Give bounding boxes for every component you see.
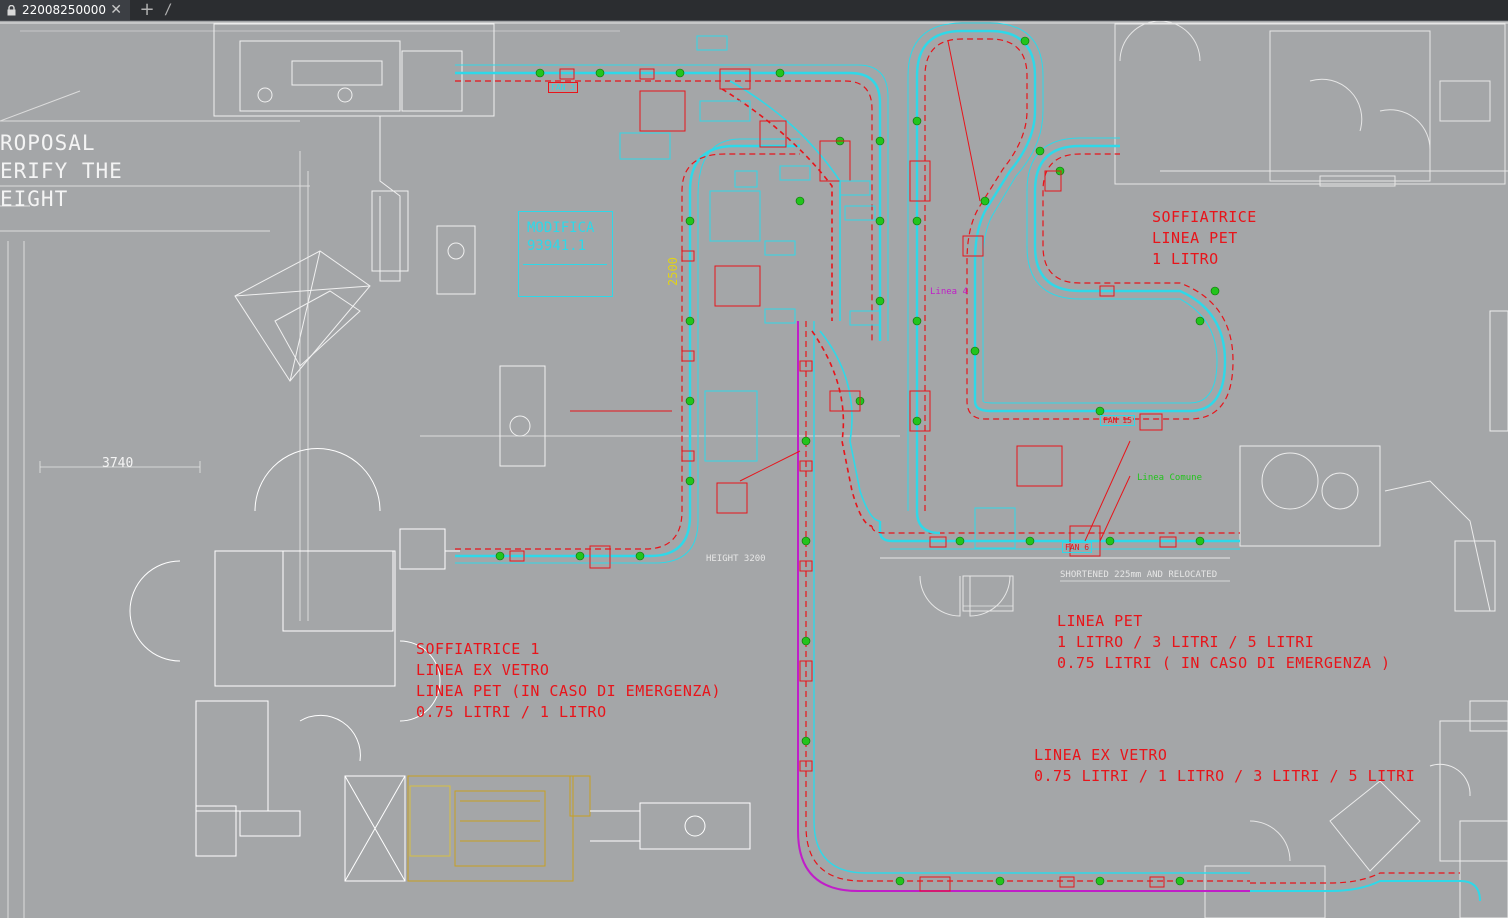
soffiatrice-pet-line-1: SOFFIATRICE xyxy=(1152,208,1257,226)
proposal-note-line-3: EIGHT xyxy=(0,187,69,211)
sensors xyxy=(495,36,1220,886)
soffiatrice-1-line-2: LINEA EX VETRO xyxy=(416,661,550,679)
close-icon[interactable]: ✕ xyxy=(110,2,122,18)
modifica-title: MODIFICA xyxy=(527,220,595,236)
tower xyxy=(234,250,546,467)
modifica-box: MODIFICA 93941.1 xyxy=(518,211,613,297)
soffiatrice-1-line-1: SOFFIATRICE 1 xyxy=(416,640,540,658)
fan6-label: FAN 6 xyxy=(1062,542,1093,553)
shortened-label: SHORTENED 225mm AND RELOCATED xyxy=(1060,570,1218,580)
proposal-note-line-1: ROPOSAL xyxy=(0,131,96,155)
conveyor-left-loop xyxy=(455,138,800,564)
tab-bar: 22008250000 ✕ + / xyxy=(0,0,1508,21)
fan3-label: FAN 3 xyxy=(548,82,579,93)
right-building xyxy=(1114,21,1508,187)
proposal-note-line-2: ERIFY THE xyxy=(0,159,123,183)
tab-separator: / xyxy=(164,2,173,18)
soffiatrice-pet-label: SOFFIATRICE LINEA PET 1 LITRO xyxy=(1152,207,1257,270)
soffiatrice-pet-line-3: 1 LITRO xyxy=(1152,250,1219,268)
linea-ex-vetro-line-1: LINEA EX VETRO xyxy=(1034,746,1168,764)
conveyor-horizontal-right xyxy=(871,521,1240,559)
machine-top-left xyxy=(213,23,495,295)
soffiatrice-pet-line-2: LINEA PET xyxy=(1152,229,1238,247)
soffiatrice-1-line-3: LINEA PET (IN CASO DI EMERGENZA) xyxy=(416,682,721,700)
document-tab[interactable]: 22008250000 ✕ xyxy=(0,0,130,20)
conveyor-top xyxy=(455,64,889,341)
dimension-2500: 2500 xyxy=(666,257,680,286)
lock-icon xyxy=(4,0,18,20)
cad-drawing xyxy=(0,21,1508,918)
filler-machine xyxy=(407,775,591,882)
height-label: HEIGHT 3200 xyxy=(706,554,766,564)
valve-labels xyxy=(619,35,1016,549)
linea-pet-line-2: 1 LITRO / 3 LITRI / 5 LITRI xyxy=(1057,633,1315,651)
tab-title: 22008250000 xyxy=(22,3,106,17)
soffiatrice-1-machine xyxy=(129,448,460,857)
linea-4-label: Linea 4 xyxy=(930,287,968,297)
linea-pet-label: LINEA PET 1 LITRO / 3 LITRI / 5 LITRI 0.… xyxy=(1057,611,1391,674)
fan15-label: FAN 15 xyxy=(1100,415,1135,426)
motors xyxy=(509,68,1177,892)
conveyor-central-vertical xyxy=(797,321,1250,892)
linea-pet-line-3: 0.75 LITRI ( IN CASO DI EMERGENZA ) xyxy=(1057,654,1391,672)
linea-pet-line-1: LINEA PET xyxy=(1057,612,1143,630)
linea-ex-vetro-line-2: 0.75 LITRI / 1 LITRO / 3 LITRI / 5 LITRI xyxy=(1034,767,1416,785)
soffiatrice-1-line-4: 0.75 LITRI / 1 LITRO xyxy=(416,703,607,721)
dimension-3740: 3740 xyxy=(102,456,134,471)
capper-machine xyxy=(1239,310,1508,918)
linea-ex-vetro-label: LINEA EX VETRO 0.75 LITRI / 1 LITRO / 3 … xyxy=(1034,745,1415,787)
new-tab-button[interactable]: + xyxy=(139,0,155,20)
drawing-canvas[interactable]: ROPOSAL ERIFY THE EIGHT 3740 2500 MODIFI… xyxy=(0,21,1508,918)
linea-comune-label: Linea Comune xyxy=(1137,473,1203,483)
conveyor-serpentine xyxy=(907,22,1234,535)
conveyor-central-tangle xyxy=(721,80,881,527)
modifica-number: 93941.1 xyxy=(527,238,587,254)
soffiatrice-1-label: SOFFIATRICE 1 LINEA EX VETRO LINEA PET (… xyxy=(416,639,721,723)
